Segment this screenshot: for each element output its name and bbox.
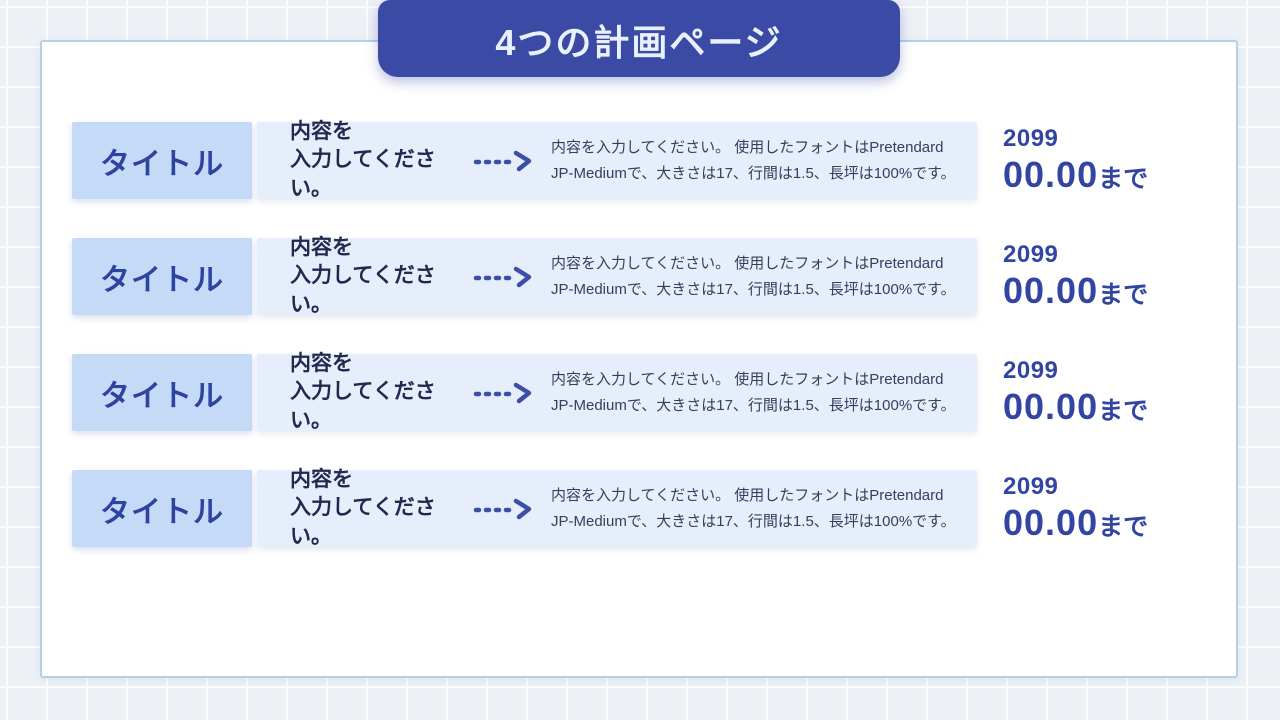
dashed-arrow-icon [473,382,532,403]
deadline-block: 2099 00.00まで [1003,238,1182,315]
deadline-time: 00.00まで [1003,386,1182,427]
content-heading-line1: 内容を [290,235,353,259]
row-content-box: 内容を 入力してください。 内容を入力してください。 使用したフォントはPret… [257,468,977,548]
content-heading: 内容を 入力してください。 [290,118,468,203]
row-content-box: 内容を 入力してください。 内容を入力してください。 使用したフォントはPret… [257,236,977,316]
deadline-time-value: 00.00 [1003,154,1099,196]
row-title-label: タイトル [100,379,224,413]
content-heading-line2: 入力してください。 [290,148,436,200]
row-title-label: タイトル [100,495,224,529]
deadline-time: 00.00まで [1003,270,1182,311]
deadline-suffix: まで [1098,397,1149,426]
deadline-year: 2099 [1003,241,1059,269]
content-description: 内容を入力してください。 使用したフォントはPretendard JP-Medi… [551,486,956,530]
deadline-year: 2099 [1003,125,1059,153]
deadline-suffix: まで [1098,513,1149,542]
title-banner: 4つの計画ページ [378,0,900,77]
content-heading-line2: 入力してください。 [290,496,436,548]
deadline-suffix: まで [1098,165,1149,194]
row-content-box: 内容を 入力してください。 内容を入力してください。 使用したフォントはPret… [257,120,977,200]
plan-row: タイトル 内容を 入力してください。 内容を入力してください。 使用したフォント… [72,120,1182,200]
deadline-year: 2099 [1003,357,1059,385]
content-heading-line2: 入力してください。 [290,264,436,316]
content-heading-line1: 内容を [290,119,353,143]
dashed-arrow-icon [473,150,532,171]
row-title-label: タイトル [100,263,224,297]
plan-row: タイトル 内容を 入力してください。 内容を入力してください。 使用したフォント… [72,468,1182,548]
row-title-box: タイトル [72,238,252,315]
dashed-arrow-icon [473,498,532,519]
content-description: 内容を入力してください。 使用したフォントはPretendard JP-Medi… [551,254,956,298]
content-heading: 内容を 入力してください。 [290,350,468,435]
row-title-box: タイトル [72,122,252,199]
deadline-block: 2099 00.00まで [1003,470,1182,547]
deadline-suffix: まで [1098,281,1149,310]
deadline-time-value: 00.00 [1003,502,1099,544]
dashed-arrow-icon [473,266,532,287]
row-content-box: 内容を 入力してください。 内容を入力してください。 使用したフォントはPret… [257,352,977,432]
content-description: 内容を入力してください。 使用したフォントはPretendard JP-Medi… [551,138,956,182]
row-title-box: タイトル [72,470,252,547]
content-heading-line1: 内容を [290,351,353,375]
plan-row: タイトル 内容を 入力してください。 内容を入力してください。 使用したフォント… [72,352,1182,432]
content-heading-line2: 入力してください。 [290,380,436,432]
row-title-box: タイトル [72,354,252,431]
row-title-label: タイトル [100,147,224,181]
content-heading-line1: 内容を [290,467,353,491]
content-heading: 内容を 入力してください。 [290,234,468,319]
content-description: 内容を入力してください。 使用したフォントはPretendard JP-Medi… [551,370,956,414]
deadline-time-value: 00.00 [1003,270,1099,312]
deadline-time: 00.00まで [1003,154,1182,195]
page-title: 4つの計画ページ [495,21,783,63]
deadline-block: 2099 00.00まで [1003,122,1182,199]
deadline-time-value: 00.00 [1003,386,1099,428]
content-heading: 内容を 入力してください。 [290,466,468,551]
deadline-time: 00.00まで [1003,502,1182,543]
deadline-year: 2099 [1003,473,1059,501]
plan-row: タイトル 内容を 入力してください。 内容を入力してください。 使用したフォント… [72,236,1182,316]
deadline-block: 2099 00.00まで [1003,354,1182,431]
